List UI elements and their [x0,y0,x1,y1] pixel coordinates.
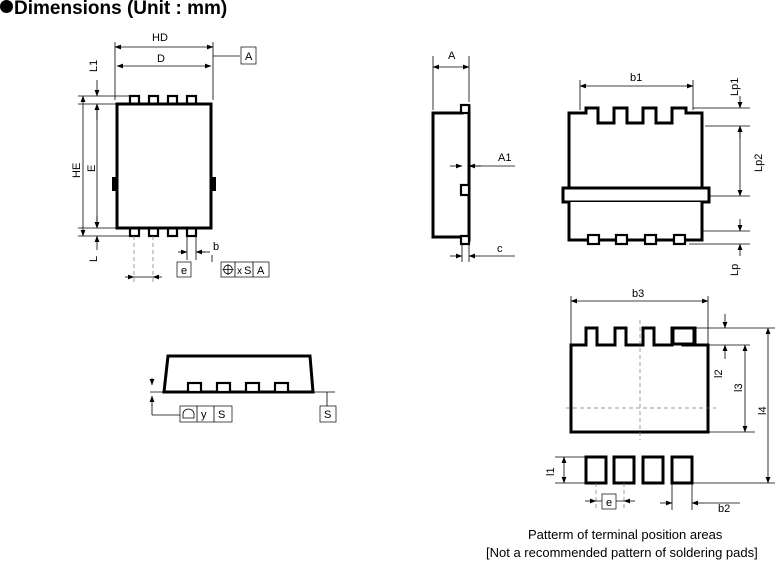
bottom-view-pin [586,233,601,246]
label-datum-s: S [324,409,331,421]
front-pin [186,381,203,394]
label-l2: l2 [713,369,725,378]
terminal-area [670,455,694,485]
side-tab [112,177,117,191]
bottom-view-pin [643,233,658,246]
label-b: b [213,241,219,253]
label-e-pattern: e [606,497,612,509]
side-view: A A1 c [431,50,515,262]
terminal-area [584,455,608,485]
side-tab [211,177,216,191]
terminal-finger [671,326,696,346]
front-view: y S S [149,354,337,423]
front-pin [244,381,261,394]
label-c: c [497,243,503,255]
e-box-pattern [601,493,617,510]
label-l3: l3 [733,383,745,392]
flatness-symbol-icon [182,408,195,419]
front-pin [215,381,232,394]
side-pin [459,234,471,246]
bottom-view: b1 Lp1 Lp2 Lp [561,72,765,276]
label-b2: b2 [718,503,730,515]
terminal-area [641,455,665,485]
label-lp: Lp [729,264,741,276]
front-pin [273,381,290,394]
terminal-area [612,455,636,485]
label-s-flatness: S [218,409,225,421]
label-a1: A1 [498,152,511,164]
label-lp1: Lp1 [729,78,741,96]
side-pin [459,183,471,197]
label-s-frame: S [244,265,251,277]
package-body-side [431,104,471,242]
label-a-frame: A [257,265,265,277]
bottom-view-pin [672,233,687,246]
bottom-body-outline [567,202,704,242]
datum-s-box [319,405,337,423]
package-body-top [115,102,213,230]
datum-a-box [240,46,257,65]
title-text: Dimensions (Unit : mm) [14,0,228,19]
page-title: Dimensions (Unit : mm) [0,0,227,20]
center-tab [561,186,711,204]
position-tolerance-frame [220,261,270,278]
label-d: D [157,53,165,65]
side-pin [459,103,471,115]
label-b1: b1 [630,72,642,84]
bullet-icon [0,0,13,13]
label-e-pitch: e [181,265,187,277]
e-box [176,261,192,278]
caption-line-2: [Not a recommended pattern of soldering … [486,545,758,560]
label-datum-a: A [245,51,253,63]
label-hd: HD [152,32,168,44]
package-body-front [162,354,315,394]
exposed-pad-outline [567,106,704,188]
label-l: L [88,256,100,262]
label-lp2: Lp2 [753,154,765,172]
label-b3: b3 [632,288,644,300]
caption-line-1: Patterm of terminal position areas [528,527,723,542]
bottom-view-pin [614,233,629,246]
label-l1: L1 [88,60,100,72]
label-l4: l4 [757,406,769,415]
label-l1-pattern: l1 [545,467,557,476]
label-a-height: A [448,50,456,62]
label-x: x [237,266,242,277]
label-y: y [201,409,207,421]
label-e: E [86,165,98,172]
terminal-pattern-view: b3 l2 l3 l4 l1 e b2 [545,288,775,515]
top-view: HD D A L1 HE E L e [71,32,270,284]
label-he: HE [71,163,83,178]
